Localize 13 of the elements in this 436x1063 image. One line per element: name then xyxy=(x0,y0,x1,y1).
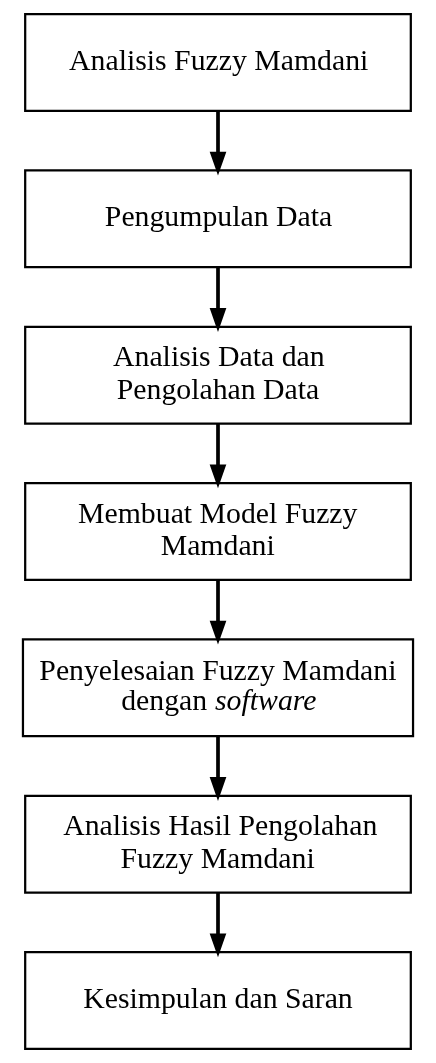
arrow xyxy=(209,111,227,176)
arrow xyxy=(209,736,227,801)
node-box: Analisis Fuzzy Mamdani xyxy=(24,13,412,112)
node-box: Analisis Hasil Pengolahan Fuzzy Mamdani xyxy=(24,794,412,894)
arrow xyxy=(209,423,227,489)
node-box: Analisis Data dan Pengolahan Data xyxy=(24,325,412,425)
node-box: Membuat Model Fuzzy Mamdani xyxy=(24,482,412,581)
node-box: Pengumpulan Data xyxy=(24,169,412,269)
arrow xyxy=(209,267,227,332)
arrow xyxy=(209,580,227,645)
node-box: Penyelesaian Fuzzy Mamdani dengan software xyxy=(21,638,415,738)
arrow xyxy=(209,892,227,958)
node-box: Kesimpulan dan Saran xyxy=(24,951,412,1050)
